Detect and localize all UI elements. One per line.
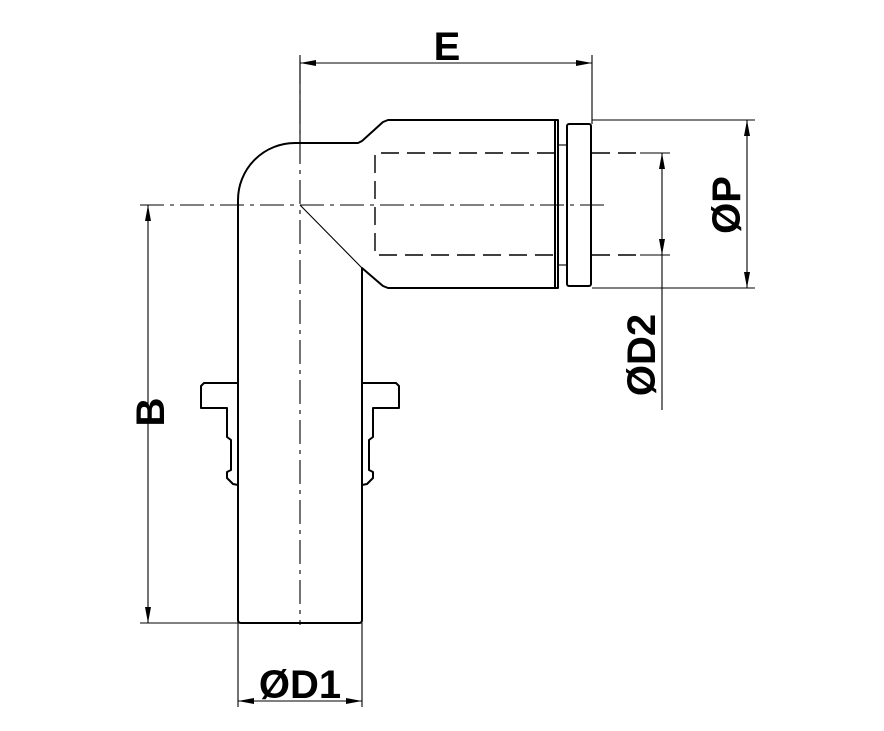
arrow-icon [238, 698, 254, 704]
arrow-icon [659, 239, 665, 255]
arrow-icon [145, 205, 151, 221]
right-clip [361, 382, 400, 486]
dim-e-label: E [434, 25, 461, 69]
dim-d1-label: ØD1 [259, 663, 341, 707]
arrow-icon [300, 60, 316, 66]
dim-d2-label: ØD2 [620, 314, 664, 396]
arrow-icon [744, 120, 750, 136]
dim-p-label: ØP [705, 176, 749, 234]
arrow-icon [346, 698, 362, 704]
left-clip [200, 382, 239, 486]
elbow-body-outline [237, 119, 556, 624]
release-ring-flange [566, 123, 592, 287]
arrow-icon [145, 607, 151, 623]
dim-b-label: B [129, 398, 173, 427]
hidden-bore [374, 152, 555, 256]
arrow-icon [744, 272, 750, 288]
elbow-diagonal [299, 204, 363, 269]
arrow-icon [576, 60, 592, 66]
arrow-icon [659, 153, 665, 169]
